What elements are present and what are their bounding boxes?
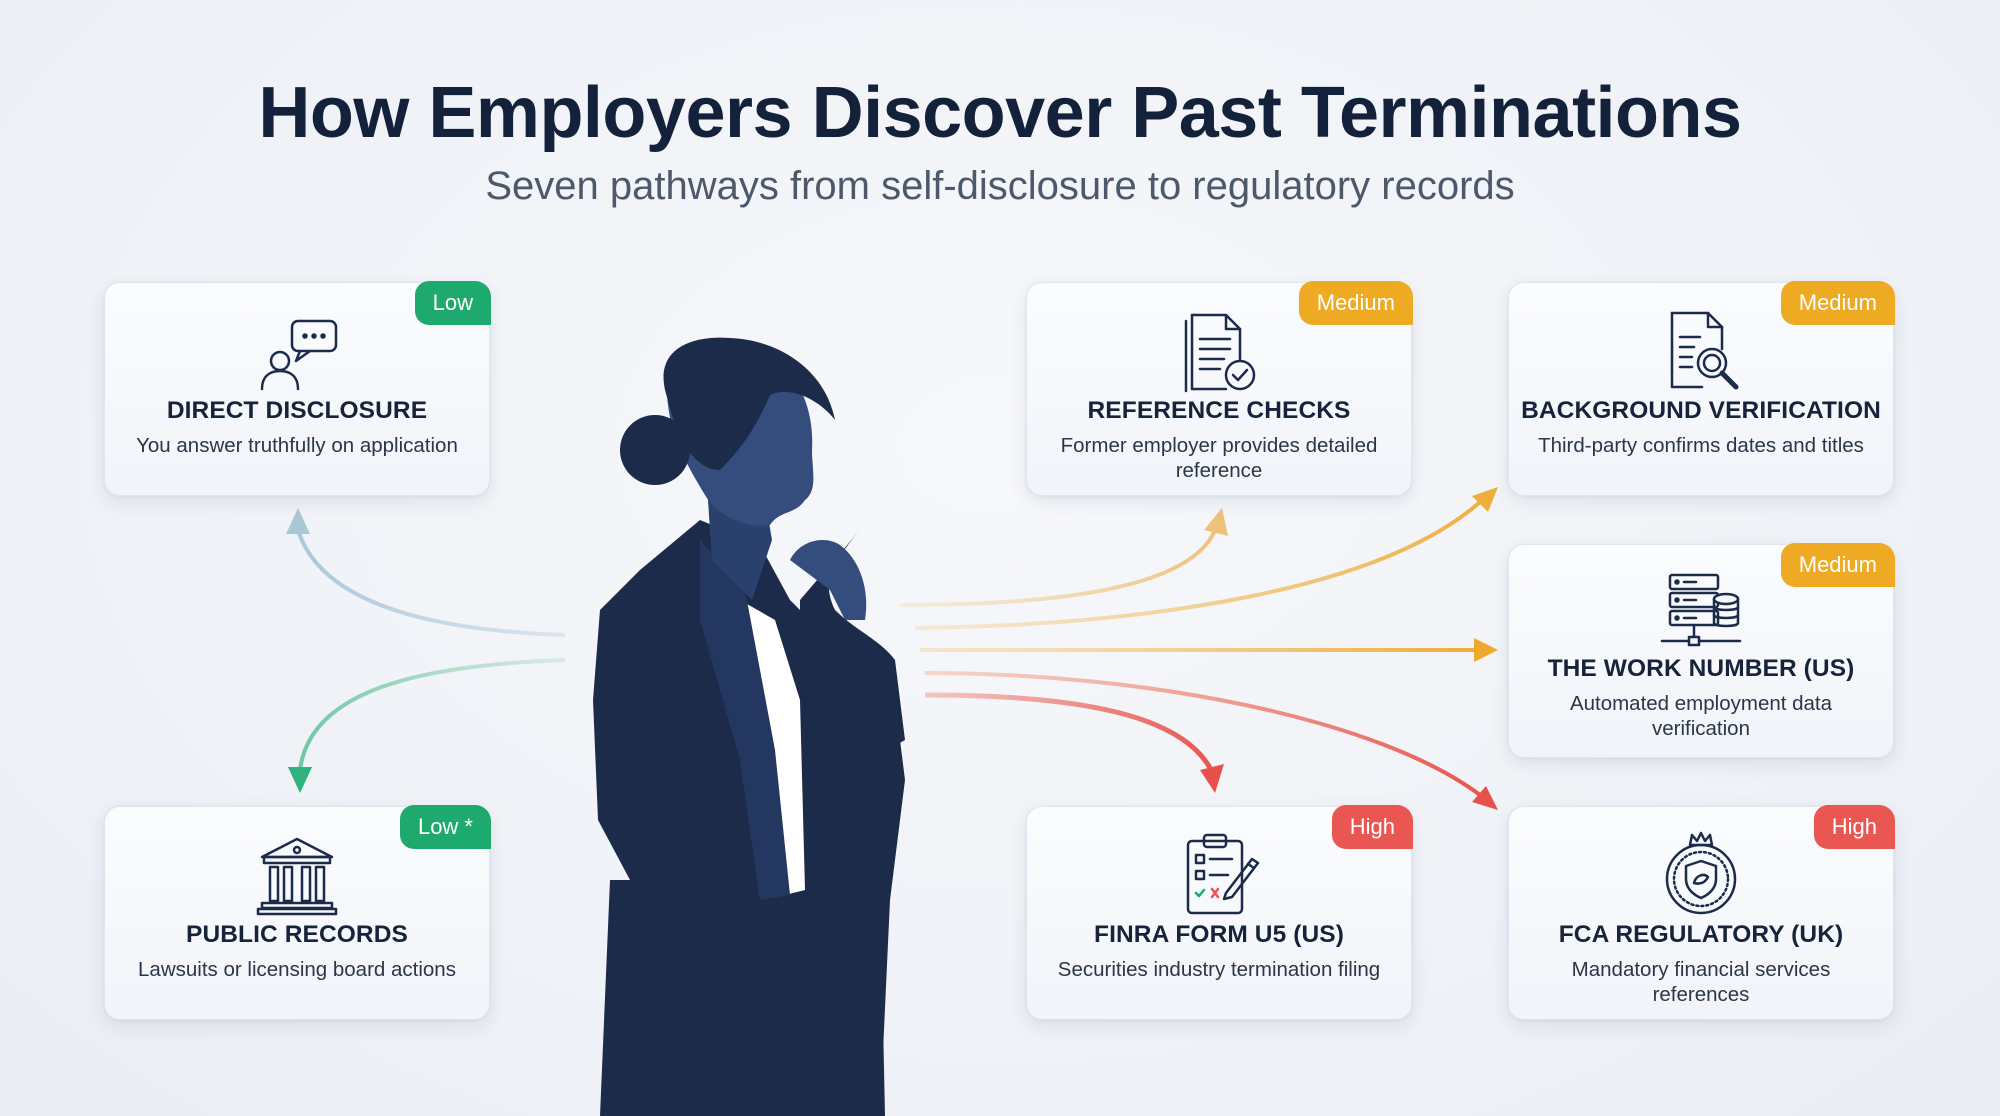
- risk-badge: Medium: [1780, 543, 1895, 587]
- regulatory-crest-icon: [1656, 827, 1746, 917]
- card-title: FCA REGULATORY (UK): [1558, 921, 1844, 948]
- risk-badge: Low: [414, 281, 491, 325]
- card-direct-disclosure: Low DIRECT DISCLOSURE You answer truthfu…: [104, 281, 491, 496]
- card-title: REFERENCE CHECKS: [1087, 397, 1351, 424]
- risk-badge: Low *: [399, 805, 491, 849]
- card-work-number: Medium THE WORK NUMBER (US) Automated em…: [1508, 543, 1895, 758]
- card-fca-regulatory: High FCA REGULATORY (UK) Mandatory finan…: [1508, 805, 1895, 1020]
- person-chat-icon: [252, 303, 342, 393]
- card-description: Former employer provides detailed refere…: [1060, 434, 1378, 482]
- database-server-icon: [1656, 565, 1746, 655]
- risk-badge: High: [1813, 805, 1895, 849]
- card-title: DIRECT DISCLOSURE: [166, 397, 428, 424]
- card-title: BACKGROUND VERIFICATION: [1521, 397, 1881, 424]
- risk-badge: Medium: [1780, 281, 1895, 325]
- card-public-records: Low * PUBLIC RECORDS Lawsuits or licensi…: [104, 805, 491, 1020]
- card-description: You answer truthfully on application: [136, 434, 458, 457]
- clipboard-form-icon: [1174, 827, 1264, 917]
- card-background-verification: Medium BACKGROUND VERIFICATION Third-par…: [1508, 281, 1895, 496]
- card-title: PUBLIC RECORDS: [186, 921, 408, 948]
- page-subtitle: Seven pathways from self-disclosure to r…: [485, 164, 1515, 208]
- card-title: FINRA FORM U5 (US): [1094, 921, 1344, 948]
- courthouse-icon: [252, 827, 342, 917]
- card-description: Securities industry termination filing: [1057, 958, 1381, 981]
- card-description: Automated employment data verification: [1569, 692, 1833, 740]
- risk-badge: High: [1331, 805, 1413, 849]
- card-finra-form-u5: High FINRA FORM U5 (US) Securities indus…: [1026, 805, 1413, 1020]
- risk-badge: Medium: [1298, 281, 1413, 325]
- card-description: Third-party confirms dates and titles: [1538, 434, 1864, 457]
- card-title: THE WORK NUMBER (US): [1547, 655, 1855, 682]
- card-description: Lawsuits or licensing board actions: [138, 958, 456, 981]
- document-search-icon: [1656, 303, 1746, 393]
- card-reference-checks: Medium REFERENCE CHECKS Former employer …: [1026, 281, 1413, 496]
- card-description: Mandatory financial services references: [1571, 958, 1831, 1006]
- document-check-icon: [1174, 303, 1264, 393]
- page-title: How Employers Discover Past Terminations: [258, 73, 1742, 153]
